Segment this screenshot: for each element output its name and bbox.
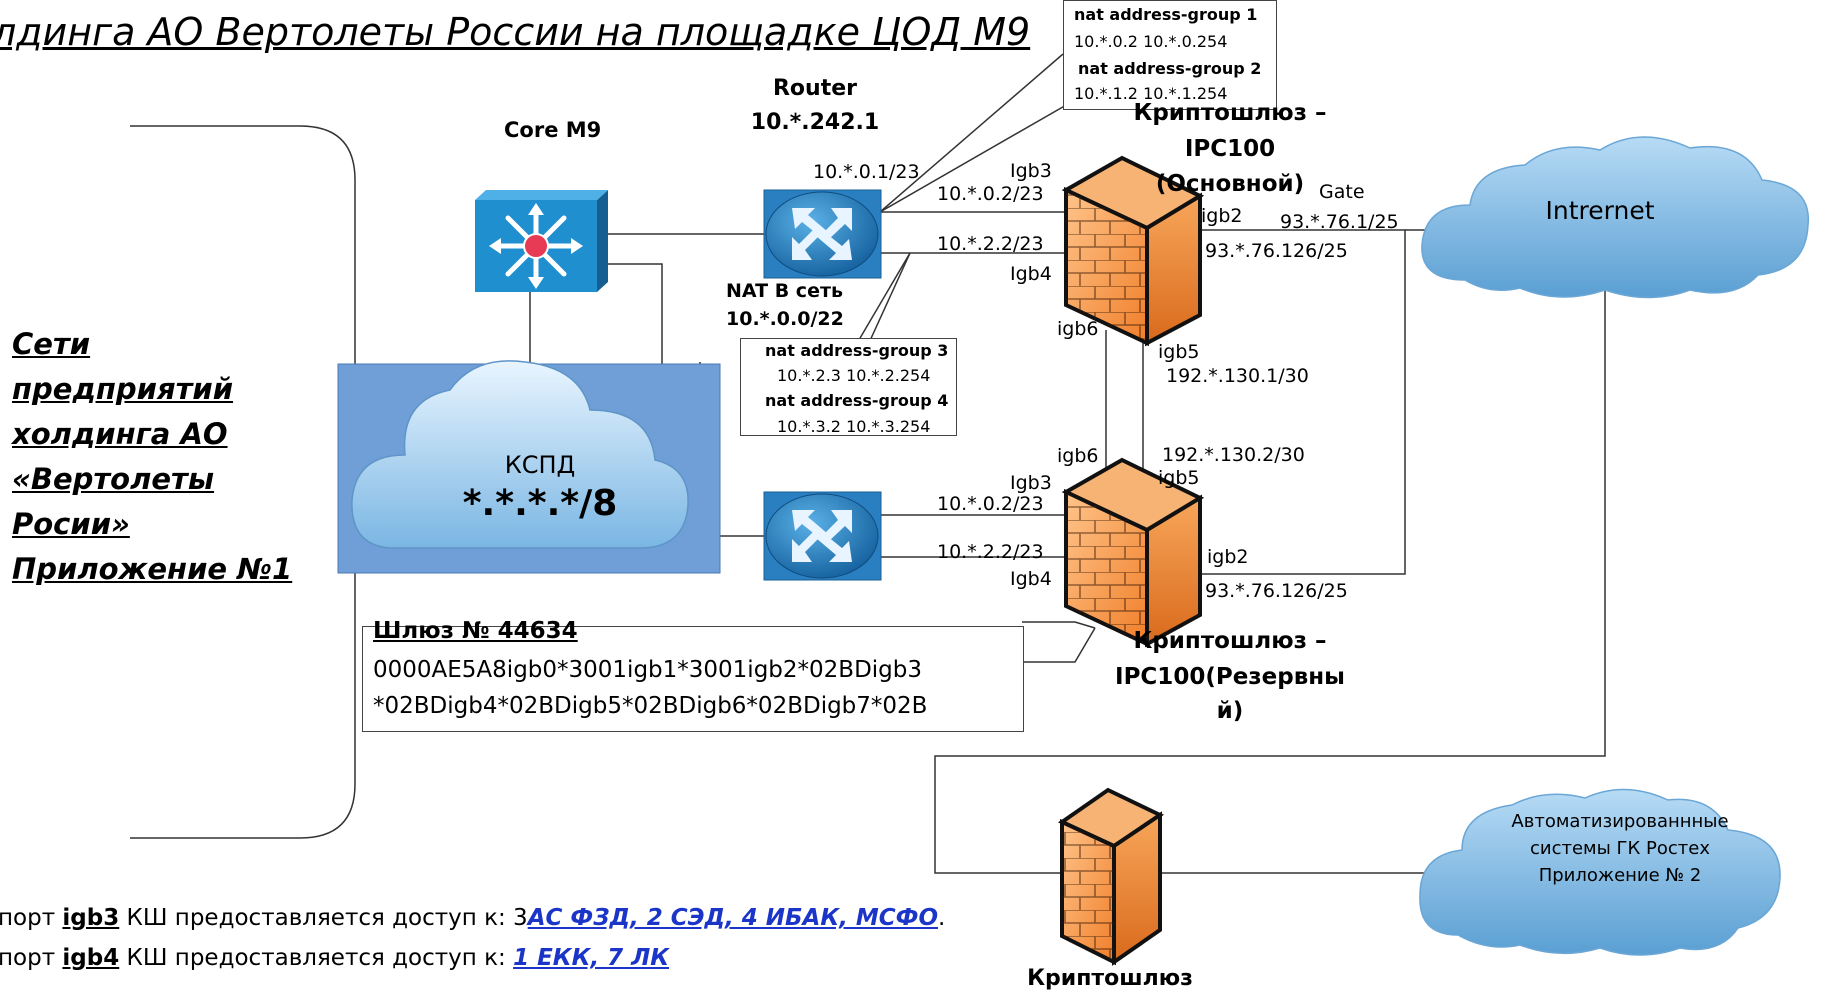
fw-backup-igb5: igb5 bbox=[1158, 467, 1200, 489]
access-note-prefix: порт bbox=[0, 905, 63, 931]
nat-group-4-range: 10.*.3.2 10.*.3.254 bbox=[777, 417, 931, 436]
access-note-igb3: порт igb3 КШ предоставляется доступ к: 3… bbox=[0, 905, 945, 931]
nat-group-1-title: nat address-group 1 bbox=[1074, 5, 1258, 24]
fw-main-gate-label: Gate bbox=[1319, 181, 1365, 203]
fw-main-igb4: Igb4 bbox=[1010, 263, 1052, 285]
fw-main-label-3: (Основной) bbox=[1155, 171, 1305, 197]
nat-group-3-title: nat address-group 3 bbox=[765, 341, 949, 360]
fw-main-igb5: igb5 bbox=[1158, 341, 1200, 363]
gateway-note-box bbox=[362, 626, 1024, 732]
fw-main-label-2: IPC100 bbox=[1184, 136, 1276, 162]
core-switch-icon bbox=[475, 190, 608, 292]
fw-backup-igb2: igb2 bbox=[1207, 546, 1249, 568]
router-ip: 10.*.242.1 bbox=[750, 110, 880, 135]
fw-backup-igb4-ip: 10.*.2.2/23 bbox=[937, 541, 1044, 563]
left-title-line: Росии» bbox=[12, 507, 130, 541]
rostec-label-2: системы ГК Ростех bbox=[1529, 838, 1711, 859]
fw-main-igb6: igb6 bbox=[1057, 318, 1099, 340]
connection-lines bbox=[529, 53, 1606, 874]
core-label: Core M9 bbox=[504, 118, 602, 142]
fw-backup-label-2: IPC100(Резервны bbox=[1115, 664, 1345, 690]
port-igb4: igb4 bbox=[62, 945, 120, 971]
left-title-line: холдинга АО bbox=[12, 417, 228, 451]
access-note-igb4: порт igb4 КШ предоставляется доступ к: 1… bbox=[0, 945, 669, 971]
firewall-backup-icon bbox=[1061, 457, 1205, 648]
fw-backup-label-3: й) bbox=[1216, 698, 1244, 724]
fw-main-igb4-ip: 10.*.2.2/23 bbox=[937, 233, 1044, 255]
fw-main-label-1: Криптошлюз – bbox=[1133, 100, 1327, 126]
fw-main-igb2: igb2 bbox=[1201, 205, 1243, 227]
enterprise-networks-title: Сети предприятий холдинга АО «Вертолеты … bbox=[12, 322, 302, 592]
fw-main-gate-ip: 93.*.76.1/25 bbox=[1280, 211, 1399, 233]
internet-label: Intrernet bbox=[1545, 196, 1655, 225]
fw-backup-igb5-ip: 192.*.130.2/30 bbox=[1162, 444, 1305, 466]
firewall-main-icon bbox=[1061, 155, 1205, 347]
gateway-title: Шлюз № 44634 bbox=[373, 618, 578, 644]
left-title-line: Сети bbox=[12, 327, 91, 361]
ksp-cloud-icon bbox=[351, 360, 689, 549]
fw-main-igb2-ip: 93.*.76.126/25 bbox=[1205, 240, 1348, 262]
internet-cloud-icon bbox=[1421, 136, 1810, 299]
page-title: лдинга АО Вертолеты России на площадке Ц… bbox=[0, 10, 1031, 54]
fw-backup-igb3: Igb3 bbox=[1010, 472, 1052, 494]
nat-groups-box-mid: nat address-group 3 10.*.2.3 10.*.2.254 … bbox=[740, 338, 957, 436]
rostec-label-3: Приложение № 2 bbox=[1538, 865, 1702, 886]
fw-backup-igb2-ip: 93.*.76.126/25 bbox=[1205, 580, 1348, 602]
fw-main-igb3-ip: 10.*.0.2/23 bbox=[937, 183, 1044, 205]
rostec-cloud-icon bbox=[1419, 788, 1781, 956]
rostec-label-1: Автоматизированнные bbox=[1511, 811, 1729, 832]
router-backup-icon bbox=[763, 491, 882, 581]
nat-group-4-title: nat address-group 4 bbox=[765, 391, 949, 410]
left-title-line: «Вертолеты bbox=[12, 462, 215, 496]
fw-backup-igb3-ip: 10.*.0.2/23 bbox=[937, 493, 1044, 515]
nat-network: 10.*.0.0/22 bbox=[726, 308, 844, 330]
left-title-line: предприятий bbox=[12, 372, 234, 406]
port-igb3: igb3 bbox=[62, 905, 120, 931]
ksp-mask: *.*.*.*/8 bbox=[462, 483, 618, 524]
fw-backup-label-1: Криптошлюз – bbox=[1133, 628, 1327, 654]
fw-main-igb5-ip: 192.*.130.1/30 bbox=[1166, 365, 1309, 387]
router-port-ip: 10.*.0.1/23 bbox=[813, 161, 920, 183]
left-title-line: Приложение №1 bbox=[12, 552, 293, 586]
fw-bottom-label: Криптошлюз bbox=[1027, 966, 1193, 991]
fw-backup-igb6: igb6 bbox=[1057, 445, 1099, 467]
gateway-line-1: 0000AE5A8igb0*3001igb1*3001igb2*02BDigb3 bbox=[373, 657, 923, 683]
nat-label: NAT В сеть bbox=[726, 280, 843, 302]
fw-backup-igb4: Igb4 bbox=[1010, 568, 1052, 590]
access-note-middle: КШ предоставляется доступ к: bbox=[119, 945, 514, 971]
access-note-middle: КШ предоставляется доступ к: 3 bbox=[119, 905, 528, 931]
gateway-line-2: *02BDigb4*02BDigb5*02BDigb6*02BDigb7*02B bbox=[373, 693, 928, 719]
nat-group-2-range: 10.*.1.2 10.*.1.254 bbox=[1074, 84, 1228, 103]
access-link-igb3[interactable]: АС ФЗД, 2 СЭД, 4 ИБАК, МСФО bbox=[527, 905, 939, 931]
fw-main-igb3: Igb3 bbox=[1010, 160, 1052, 182]
nat-groups-box-top: nat address-group 1 10.*.0.2 10.*.0.254 … bbox=[1063, 0, 1277, 110]
router-icon bbox=[763, 189, 882, 279]
nat-group-3-range: 10.*.2.3 10.*.2.254 bbox=[777, 366, 931, 385]
nat-group-1-range: 10.*.0.2 10.*.0.254 bbox=[1074, 32, 1228, 51]
access-note-prefix: порт bbox=[0, 945, 63, 971]
router-label: Router bbox=[772, 76, 857, 101]
access-link-igb4[interactable]: 1 ЕКК, 7 ЛК bbox=[513, 945, 670, 971]
ksp-label: КСПД bbox=[504, 451, 576, 479]
firewall-bottom-icon bbox=[1057, 787, 1165, 966]
nat-group-2-title: nat address-group 2 bbox=[1078, 59, 1262, 78]
access-note-suffix: . bbox=[938, 905, 946, 931]
